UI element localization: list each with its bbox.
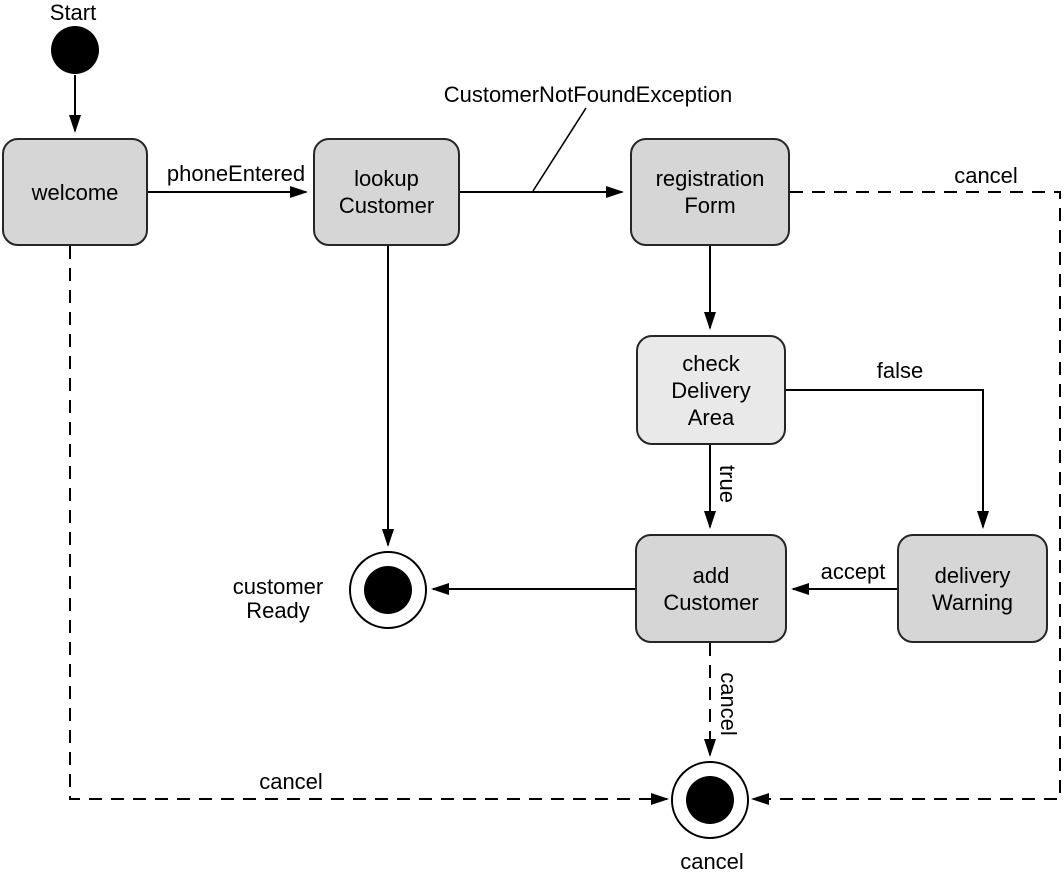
transition-label-accept: accept xyxy=(820,559,886,584)
transition-label-cancel-from-add-customer: cancel xyxy=(716,672,741,736)
initial-state-dot xyxy=(51,26,99,74)
state-lookup-customer: lookup Customer xyxy=(313,138,460,246)
edge-cancel-from-registration xyxy=(751,191,1061,805)
transition-label-cancel-from-registration: cancel xyxy=(954,163,1018,188)
transition-label-true: true xyxy=(715,465,740,503)
final-state-cancel-dot xyxy=(686,776,734,824)
final-state-customer-ready xyxy=(349,551,427,629)
state-lookup-customer-label: lookup Customer xyxy=(338,166,435,218)
state-welcome-label: welcome xyxy=(31,179,119,205)
transition-label-cancel-from-welcome: cancel xyxy=(259,769,323,794)
state-delivery-warning: delivery Warning xyxy=(897,534,1048,643)
transition-label-customer-not-found-exception: CustomerNotFoundException xyxy=(443,82,733,107)
state-registration-form-label: registration Form xyxy=(655,166,765,218)
edge-false-branch xyxy=(786,389,989,529)
state-add-customer-label: add Customer xyxy=(663,562,759,615)
state-registration-form: registration Form xyxy=(630,138,790,246)
cancel-final-label: cancel xyxy=(680,849,744,874)
final-state-customer-ready-dot xyxy=(364,566,412,614)
state-delivery-warning-label: delivery Warning xyxy=(931,562,1014,615)
transition-label-false: false xyxy=(876,358,924,383)
state-check-delivery-area-label: check Delivery Area xyxy=(671,350,751,430)
final-state-cancel xyxy=(671,761,749,839)
annotation-leader-line xyxy=(532,107,587,192)
edge-cancel-from-welcome xyxy=(69,246,669,805)
customer-ready-label: customer Ready xyxy=(232,574,324,623)
state-add-customer: add Customer xyxy=(635,534,787,643)
transition-label-phone-entered: phoneEntered xyxy=(166,161,306,186)
state-welcome: welcome xyxy=(2,138,148,246)
state-check-delivery-area: check Delivery Area xyxy=(636,335,786,445)
start-label: Start xyxy=(49,0,97,25)
